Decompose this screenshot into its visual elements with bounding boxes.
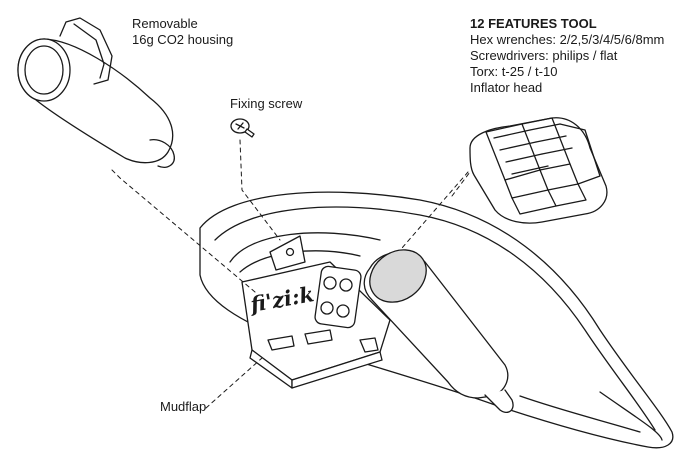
multi-tool [469,117,608,224]
co2-housing-part [17,17,175,168]
screw-label: Fixing screw [230,96,303,111]
tool-feature-torx: Torx: t-25 / t-10 [470,64,558,79]
tool-feature-screwdrivers: Screwdrivers: philips / flat [470,48,618,63]
tool-title: 12 FEATURES TOOL [470,16,597,31]
tool-feature-hex: Hex wrenches: 2/2,5/3/4/5/6/8mm [470,32,665,47]
tool-feature-inflator: Inflator head [470,80,543,95]
tool-label: 12 FEATURES TOOL Hex wrenches: 2/2,5/3/4… [470,16,664,96]
leader-lines [111,139,469,409]
housing-label: Removable 16g CO2 housing [132,16,233,48]
fixing-screw [230,118,255,138]
housing-label-line-1: Removable [132,16,198,31]
housing-label-line-2: 16g CO2 housing [132,32,234,47]
co2-canister [363,249,514,414]
tool-leader [451,171,471,197]
mudflap-label: Mudflap [160,399,207,414]
